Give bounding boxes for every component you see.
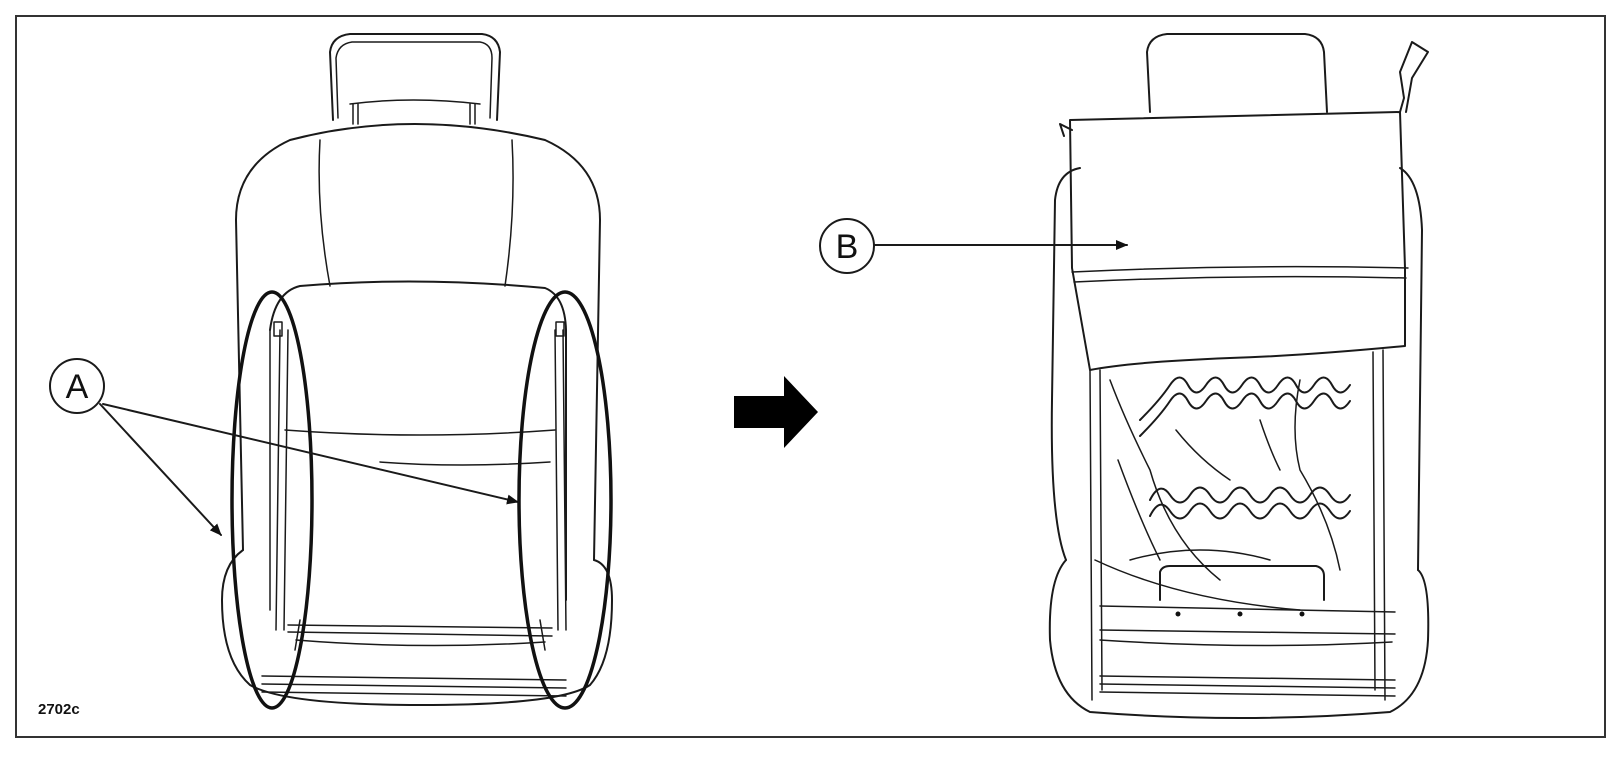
callout-b-label: B bbox=[836, 228, 859, 266]
seat-right-illustration bbox=[1048, 33, 1430, 719]
callout-a: A bbox=[49, 358, 519, 536]
seat-left-illustration bbox=[221, 33, 613, 710]
direction-arrow-icon bbox=[734, 376, 818, 448]
callout-a-label: A bbox=[66, 368, 89, 406]
callout-b: B bbox=[819, 218, 1128, 274]
zipper-highlight-right bbox=[517, 290, 613, 710]
figure-reference-code: 2702c bbox=[38, 701, 80, 718]
zipper-highlight-left bbox=[230, 290, 314, 710]
figure-border bbox=[15, 15, 1606, 738]
